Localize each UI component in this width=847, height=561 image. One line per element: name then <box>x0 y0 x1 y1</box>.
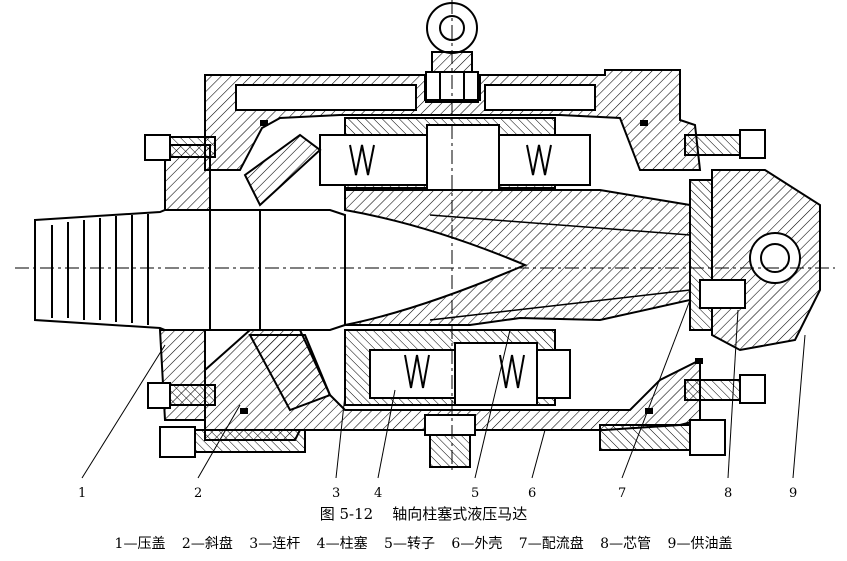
part-label-5: 5 <box>471 486 479 501</box>
legend-item: 3—连杆 <box>249 536 301 552</box>
rotor-cone <box>344 189 691 326</box>
supply-cover <box>699 169 821 352</box>
legend-item: 2—斜盘 <box>181 536 233 552</box>
lower-piston-assembly <box>344 329 571 406</box>
part-label-2: 2 <box>194 486 202 501</box>
part-number-labels: 1 2 3 4 5 6 7 8 9 <box>78 486 797 501</box>
figure-caption: 图 5-12 轴向柱塞式液压马达 <box>0 503 847 524</box>
figure-title: 轴向柱塞式液压马达 <box>392 505 528 523</box>
legend-item: 8—芯管 <box>600 536 652 552</box>
seal-rings <box>240 120 703 414</box>
core-tube <box>429 214 691 321</box>
legend-item: 9—供油盖 <box>667 536 733 552</box>
legend-item: 5—转子 <box>384 536 435 552</box>
figure-number: 图 5-12 <box>319 505 374 523</box>
legend-item: 7—配流盘 <box>518 536 584 552</box>
part-label-9: 9 <box>789 486 797 501</box>
legend-item: 1—压盖 <box>114 536 166 552</box>
part-label-6: 6 <box>528 486 536 501</box>
leader-lines <box>81 299 806 479</box>
parts-legend: 1—压盖 2—斜盘 3—连杆 4—柱塞 5—转子 6—外壳 7—配流盘 8—芯管… <box>0 533 847 553</box>
output-shaft <box>34 209 346 331</box>
legend-item: 4—柱塞 <box>316 536 368 552</box>
part-label-3: 3 <box>332 486 340 501</box>
part-label-4: 4 <box>374 486 382 501</box>
upper-piston-assembly <box>319 117 591 191</box>
part-label-7: 7 <box>618 486 626 501</box>
legend-item: 6—外壳 <box>451 536 503 552</box>
centerlines <box>15 0 835 470</box>
swash-plate <box>243 133 332 412</box>
part-label-1: 1 <box>78 486 86 501</box>
housing-upper <box>204 69 702 171</box>
housing-bolts <box>144 129 766 458</box>
part-label-8: 8 <box>724 486 732 501</box>
motor-cross-section-drawing: 1 2 3 4 5 6 7 8 9 <box>15 0 835 501</box>
